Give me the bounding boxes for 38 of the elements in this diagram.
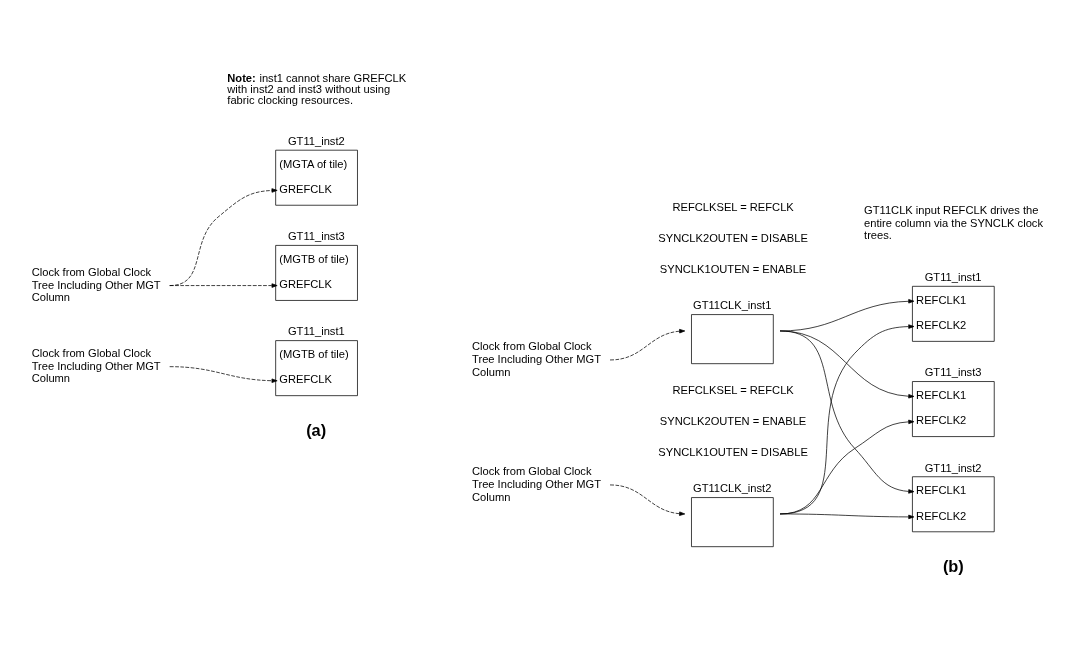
node-text: Clock from Global Clock Tree Including Other MGT Column [31,265,161,303]
label: REFCLKSEL = REFCLK [672,200,794,213]
node-label: GT11_inst1 [924,270,982,283]
node-label: GT11_inst2 [287,134,345,147]
node-box: REFCLK1 REFCLK2 [912,285,995,342]
arrow [609,328,686,360]
label: SYNCLK1OUTEN = DISABLE [658,445,808,458]
node-box [691,496,774,547]
node-text: Clock from Global Clock Tree Including Other MGT Column [472,464,602,503]
node-label: GT11_inst3 [924,365,982,378]
node-box [691,313,774,364]
node-box: REFCLK1 REFCLK2 [912,475,995,532]
label: SYNCLK2OUTEN = DISABLE [658,231,808,244]
arrow [609,484,686,516]
label: SYNCLK1OUTEN = ENABLE [659,262,807,275]
label: (a) [306,420,327,439]
node-text: Clock from Global Clock Tree Including Other MGT Column [472,339,602,378]
node-label: GT11_inst1 [287,324,345,337]
arrow [779,419,915,514]
label: GT11CLK input REFCLK drives the entire column via the SYNCLK clock trees. [864,203,1044,241]
label: (b) [942,556,964,575]
arrow [779,330,915,398]
node-label: GT11CLK_inst1 [692,298,772,311]
arrow [779,513,915,519]
node-box: REFCLK1 REFCLK2 [912,380,995,437]
arrow [169,365,278,383]
node-label: GT11_inst2 [924,461,982,474]
node-label: GT11_inst3 [287,229,345,242]
node-box: (MGTB of tile) GREFCLK [275,339,358,396]
node-text: Clock from Global Clock Tree Including Other MGT Column [31,346,161,384]
arrow [169,187,278,286]
label: Note: inst1 cannot share GREFCLK with inst2 and inst3 without using fabric clocking resources. [227,71,407,106]
node-box: (MGTB of tile) GREFCLK [275,244,358,301]
label: SYNCLK2OUTEN = ENABLE [659,414,807,427]
label: REFCLKSEL = REFCLK [672,383,794,396]
node-box: (MGTA of tile) GREFCLK [275,149,358,206]
node-label: GT11CLK_inst2 [692,481,772,494]
arrow [169,282,278,288]
